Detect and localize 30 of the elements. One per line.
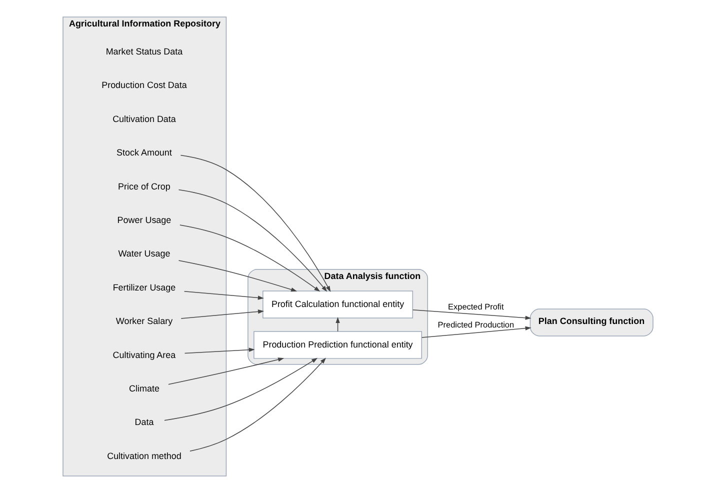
arrow	[183, 291, 264, 300]
node-box: Profit Calculation functional entity	[262, 290, 413, 318]
node-text: Water Usage	[118, 248, 170, 259]
node-text: Cultivation method	[106, 450, 181, 461]
label: Cultivation Data	[112, 114, 176, 124]
arrow	[189, 358, 326, 452]
arrow	[180, 310, 264, 319]
node-text: Stock Amount	[116, 148, 172, 158]
node-box: Production Prediction functional entity	[253, 331, 422, 359]
node-box: Plan Consulting function	[529, 308, 653, 336]
arrow	[178, 189, 327, 292]
arrow	[180, 154, 330, 292]
node-text: Power Usage	[116, 214, 171, 225]
node-text: Fertilizer Usage	[112, 282, 176, 292]
label: Production Cost Data	[101, 80, 186, 90]
node-text: Data	[134, 417, 154, 428]
label: Market Status Data	[105, 46, 182, 57]
arrow	[412, 309, 531, 320]
arrow	[184, 348, 254, 354]
arrow	[164, 358, 318, 421]
node-text: Cultivating Area	[112, 350, 176, 360]
arrow	[179, 224, 320, 292]
node-text: Climate	[128, 383, 159, 394]
edge-label: Predicted Production	[437, 320, 514, 330]
edge-label: Expected Profit	[448, 302, 504, 312]
arrow	[168, 358, 284, 385]
arrow	[178, 260, 297, 292]
node-text: Price of Crop	[118, 181, 170, 192]
node-text: Worker Salary	[115, 316, 172, 326]
arrow	[420, 326, 531, 338]
